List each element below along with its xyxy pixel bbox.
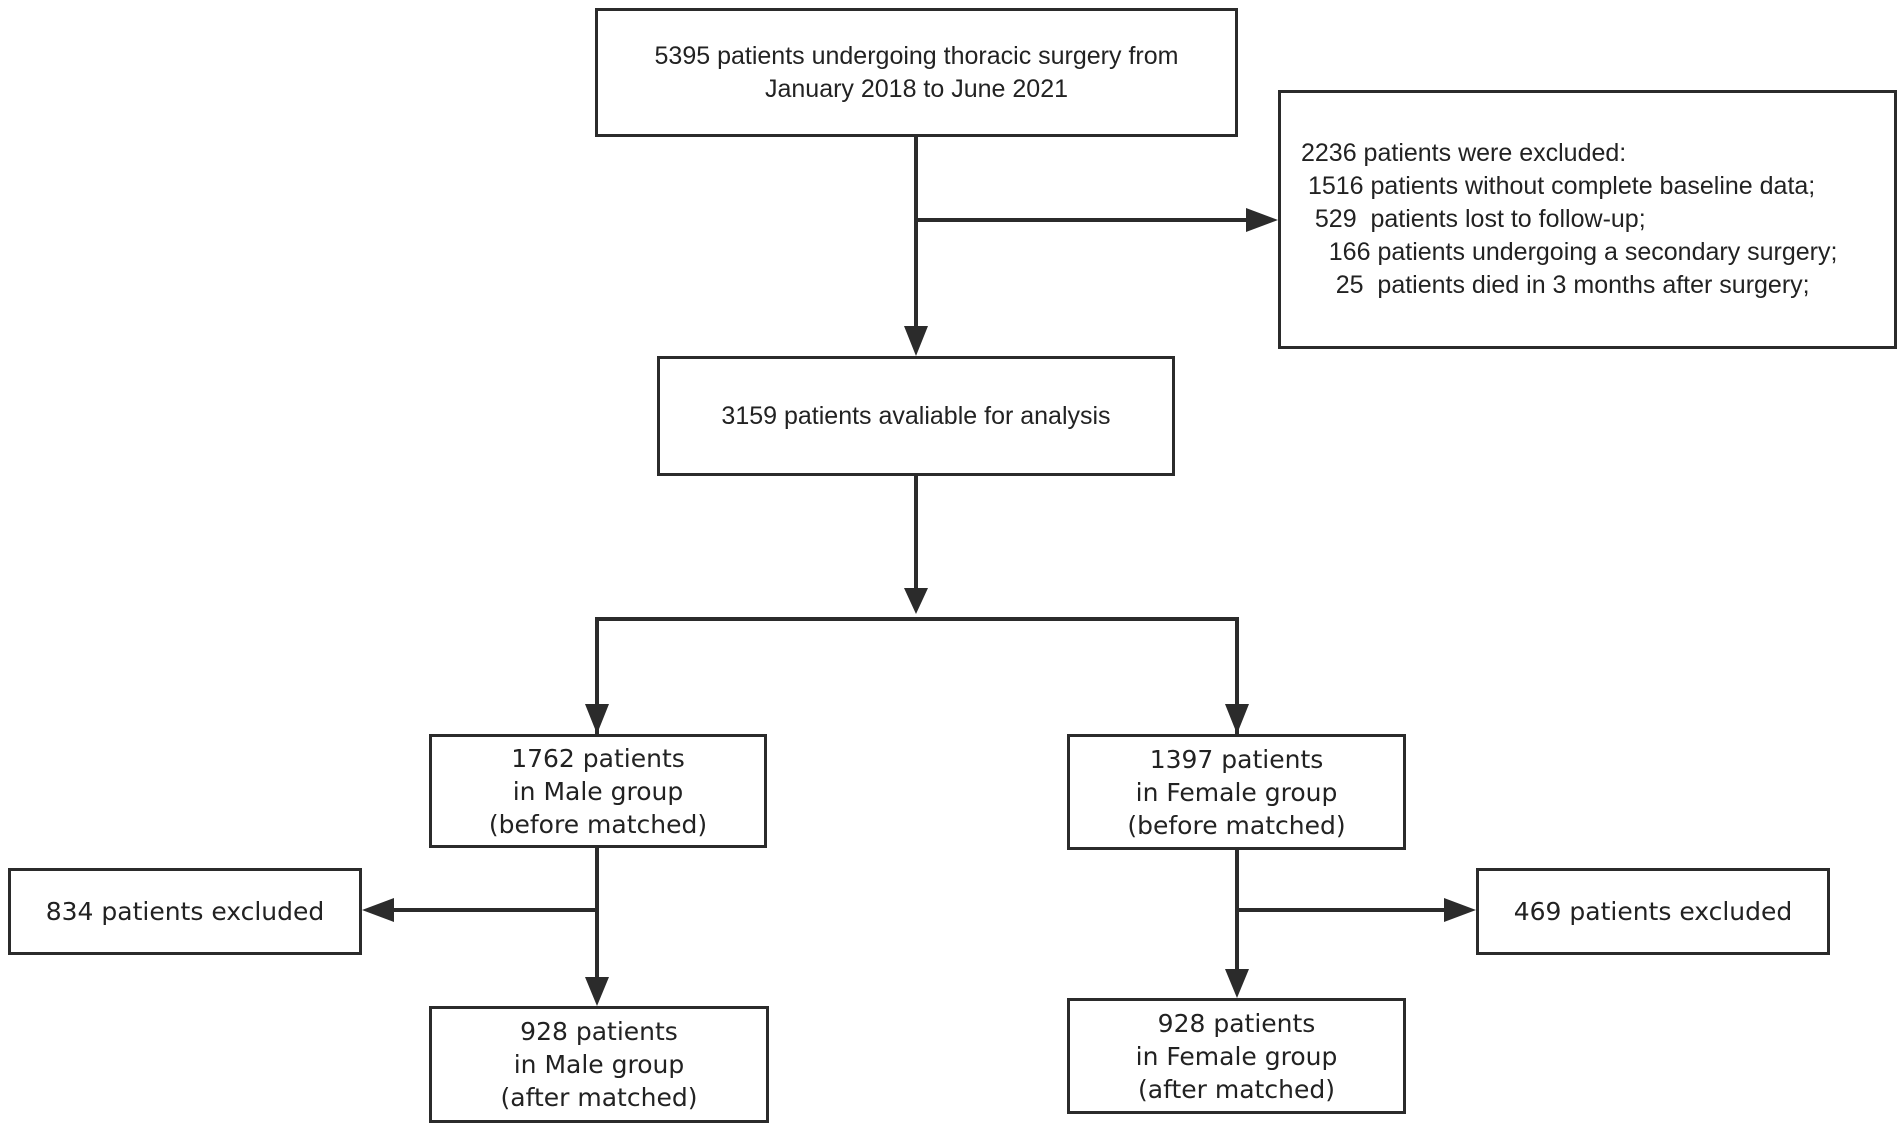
node-total-patients: 5395 patients undergoing thoracic surger…	[595, 8, 1238, 137]
node-male-after-line-3: (after matched)	[500, 1083, 698, 1112]
node-male-excluded-line-1: 834 patients excluded	[45, 897, 325, 926]
node-male-after-line-2: in Male group	[513, 1050, 685, 1079]
node-male-after-line-1: 928 patients	[520, 1017, 678, 1046]
node-female-before-line-1: 1397 patients	[1149, 744, 1324, 774]
connector-split-bar	[595, 617, 1239, 734]
node-total-line-1: 5395 patients undergoing thoracic surger…	[654, 41, 1179, 70]
node-male-before-line-3: (before matched)	[488, 809, 708, 839]
node-excluded-line-4: 166 patients undergoing a secondary surg…	[1301, 238, 1838, 266]
node-female-before-line-2: in Female group	[1135, 777, 1338, 807]
node-female-excluded-line-1: 469 patients excluded	[1513, 897, 1793, 926]
node-excluded-line-2: 1516 patients without complete baseline …	[1301, 172, 1816, 200]
node-excluded-line-5: 25 patients died in 3 months after surge…	[1301, 271, 1810, 299]
node-male-before-line-1: 1762 patients	[511, 743, 685, 773]
node-available-patients: 3159 patients avaliable for analysis	[657, 356, 1175, 476]
arrowhead-to-female-before	[1225, 704, 1249, 734]
arrowhead-to-excluded	[1246, 208, 1278, 232]
arrowhead-to-female-after	[1225, 969, 1249, 998]
arrowhead-to-female-excluded	[1444, 898, 1476, 922]
node-female-after-line-2: in Female group	[1135, 1041, 1338, 1071]
node-female-before: 1397 patients in Female group (before ma…	[1067, 734, 1406, 850]
node-female-excluded: 469 patients excluded	[1476, 868, 1830, 955]
arrowhead-to-male-excluded	[362, 898, 394, 922]
node-total-line-2: January 2018 to June 2021	[764, 74, 1068, 103]
node-excluded-line-1: 2236 patients were excluded:	[1301, 139, 1627, 167]
node-female-after-line-3: (after matched)	[1138, 1074, 1335, 1104]
arrowhead-to-male-before	[585, 704, 609, 734]
node-excluded-line-3: 529 patients lost to follow-up;	[1301, 205, 1646, 233]
node-male-before-line-2: in Male group	[512, 776, 684, 806]
node-male-before: 1762 patients in Male group (before matc…	[429, 734, 767, 848]
arrowhead-to-male-after	[585, 977, 609, 1006]
node-male-after: 928 patients in Male group (after matche…	[429, 1006, 769, 1123]
node-excluded-initial: 2236 patients were excluded: 1516 patien…	[1278, 90, 1897, 349]
arrowhead-to-available	[904, 326, 928, 356]
node-female-before-line-3: (before matched)	[1127, 810, 1346, 840]
node-male-excluded: 834 patients excluded	[8, 868, 362, 955]
node-available-line-1: 3159 patients avaliable for analysis	[721, 401, 1111, 430]
node-female-after-line-1: 928 patients	[1157, 1008, 1316, 1038]
arrowhead-to-split	[904, 588, 928, 614]
node-female-after: 928 patients in Female group (after matc…	[1067, 998, 1406, 1114]
